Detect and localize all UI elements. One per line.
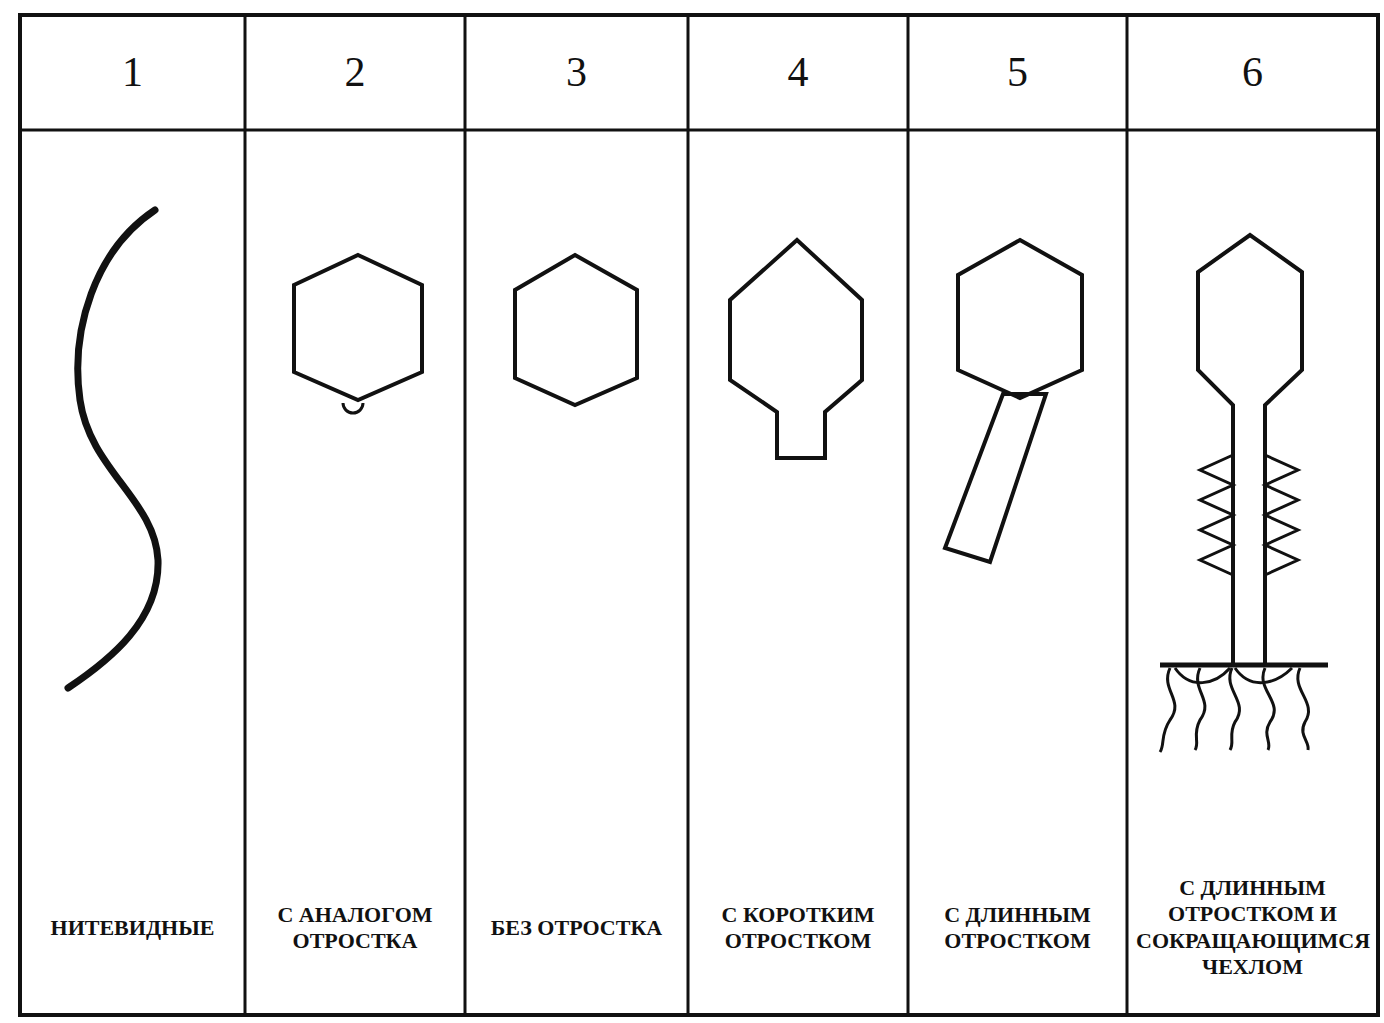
sheath (1200, 455, 1233, 575)
tail-fiber (1298, 668, 1309, 750)
type-label: С ДЛИННЫМ ОТРОСТКОМ И СОКРАЩАЮЩИМСЯ ЧЕХЛ… (1130, 875, 1375, 981)
short-tail-phage (730, 240, 862, 458)
row-line (20, 129, 1378, 132)
column-number: 2 (248, 51, 462, 93)
column-line (464, 15, 467, 1015)
type-label: НИТЕВИДНЫЕ (23, 915, 242, 941)
tail-fiber (1230, 668, 1240, 750)
column-line (244, 15, 247, 1015)
tail-fiber (1175, 668, 1292, 683)
phage-head (515, 255, 637, 405)
type-label: С АНАЛОГОМ ОТРОСТКА (248, 902, 462, 955)
type-label: БЕЗ ОТРОСТКА (468, 915, 685, 941)
phage-head (958, 240, 1082, 398)
column-number: 3 (468, 51, 685, 93)
column-line (687, 15, 690, 1015)
phage-head (294, 255, 422, 400)
column-number: 4 (691, 51, 905, 93)
column-line (907, 15, 910, 1015)
sheath (1265, 455, 1298, 575)
column-number: 5 (911, 51, 1124, 93)
tail-fiber (1160, 668, 1175, 752)
column-number: 1 (23, 51, 242, 93)
tail-analog (343, 403, 363, 413)
column-number: 6 (1130, 51, 1375, 93)
long-tail (945, 394, 1046, 562)
base-plate (1160, 663, 1328, 668)
type-label: С ДЛИННЫМ ОТРОСТКОМ (911, 902, 1124, 955)
type-label: С КОРОТКИМ ОТРОСТКОМ (691, 902, 905, 955)
table-border (20, 15, 1378, 1015)
filamentous-phage (68, 210, 158, 688)
column-line (1126, 15, 1129, 1015)
tail-fiber (1195, 668, 1205, 750)
contractile-tail-phage (1198, 235, 1302, 665)
